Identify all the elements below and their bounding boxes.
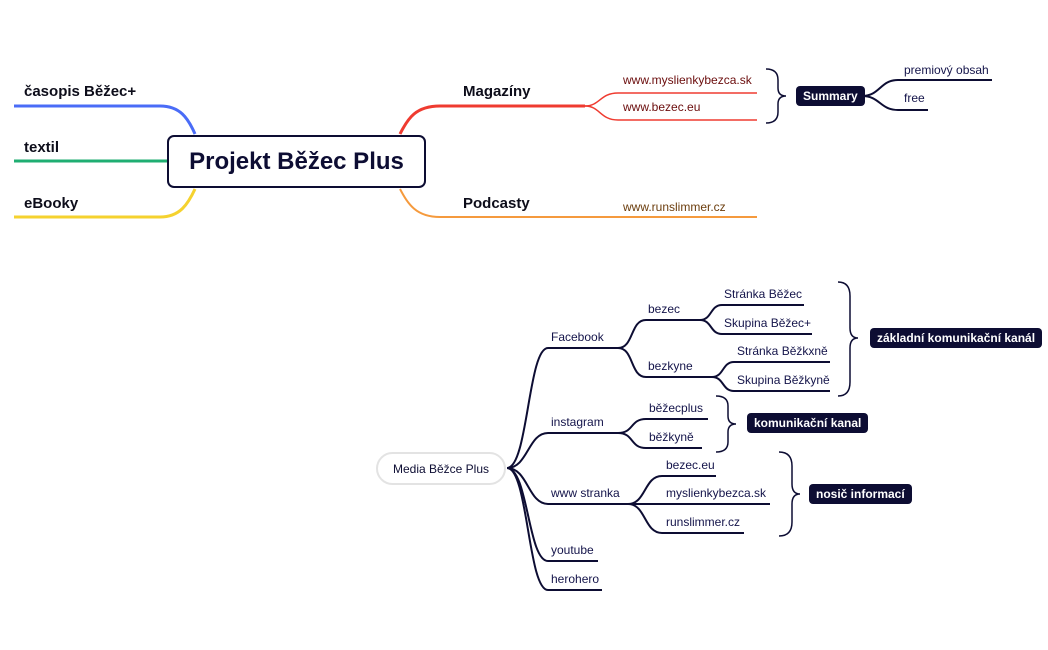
www-myslienkybezca[interactable]: myslienkybezca.sk [666, 486, 767, 500]
instagram-bezecplus[interactable]: běžecplus [649, 401, 704, 415]
branch-textil[interactable]: textil [24, 139, 60, 156]
facebook-summary-tag[interactable]: základní komunikační kanál [870, 328, 1043, 348]
subtopic-runslimmer[interactable]: www.runslimmer.cz [623, 200, 726, 214]
branch-casopis[interactable]: časopis Běžec+ [24, 83, 137, 100]
subtopic-bezec-eu[interactable]: www.bezec.eu [623, 100, 701, 114]
branch-ebooky[interactable]: eBooky [24, 195, 79, 212]
media-instagram[interactable]: instagram [551, 415, 604, 429]
media-youtube[interactable]: youtube [551, 543, 594, 557]
facebook-bezec[interactable]: bezec [648, 302, 681, 316]
summary-item-premium[interactable]: premiový obsah [904, 63, 989, 77]
www-runslimmer[interactable]: runslimmer.cz [666, 515, 741, 529]
media-herohero[interactable]: herohero [551, 572, 600, 586]
facebook-skupina-bezkyne[interactable]: Skupina Běžkyně [737, 373, 830, 387]
instagram-summary-tag[interactable]: komunikační kanal [747, 413, 869, 433]
facebook-skupina-bezec[interactable]: Skupina Běžec+ [724, 316, 812, 330]
media-facebook[interactable]: Facebook [551, 330, 604, 344]
media-www-stranka[interactable]: www stranka [551, 486, 620, 500]
facebook-stranka-bezkyne[interactable]: Stránka Běžkxně [737, 344, 828, 358]
instagram-bezkyne[interactable]: běžkyně [649, 430, 694, 444]
www-summary-tag[interactable]: nosič informací [809, 484, 912, 504]
facebook-bezkyne[interactable]: bezkyne [648, 359, 693, 373]
branch-magaziny[interactable]: Magazíny [463, 83, 531, 100]
summary-tag[interactable]: Summary [796, 86, 865, 106]
summary-item-free[interactable]: free [904, 91, 925, 105]
facebook-stranka-bezec[interactable]: Stránka Běžec [724, 287, 803, 301]
branch-podcasty[interactable]: Podcasty [463, 195, 530, 212]
subtopic-myslienkybezca[interactable]: www.myslienkybezca.sk [623, 73, 752, 87]
central-topic[interactable]: Projekt Běžec Plus [167, 135, 426, 188]
www-bezec-eu[interactable]: bezec.eu [666, 458, 715, 472]
media-root-node[interactable]: Media Běžce Plus [376, 452, 506, 485]
